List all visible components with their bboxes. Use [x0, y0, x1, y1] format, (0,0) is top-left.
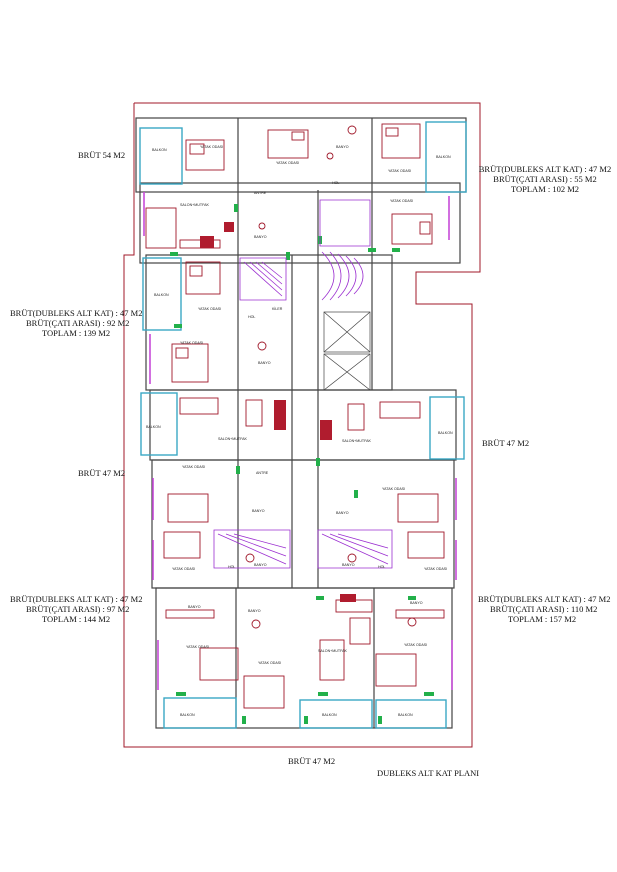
room-banyo-3: BANYO — [258, 361, 271, 365]
room-yatak-4: YATAK ODASI — [390, 199, 413, 203]
room-balkon-7: BALKON — [322, 713, 337, 717]
room-salon-3: SALON+MUTFAK — [342, 439, 371, 443]
label-ubl-line-1: BRÜT(DUBLEKS ALT KAT) : 47 M2 — [10, 594, 143, 604]
label-ubl-line-2: BRÜT(ÇATI ARASI) : 97 M2 — [26, 604, 130, 614]
label-unit-top-right: BRÜT(DUBLEKS ALT KAT) : 47 M2 BRÜT(ÇATI … — [478, 164, 612, 194]
label-uml-line-3: TOPLAM : 139 M2 — [42, 328, 111, 338]
label-ubr-line-3: TOPLAM : 157 M2 — [508, 614, 577, 624]
balcony-glass — [139, 121, 467, 729]
plan-title: DUBLEKS ALT KAT PLANI — [377, 768, 480, 778]
room-banyo-5: BANYO — [336, 511, 349, 515]
room-yatak-5: YATAK ODASI — [198, 307, 221, 311]
room-yatak-10: YATAK ODASI — [424, 567, 447, 571]
staircases — [213, 199, 393, 569]
room-yatak-8: YATAK ODASI — [382, 487, 405, 491]
room-banyo-7: BANYO — [342, 563, 355, 567]
room-hol-3: HOL — [228, 565, 235, 569]
label-brut-47-right: BRÜT 47 M2 — [482, 438, 530, 448]
label-unit-bottom-left: BRÜT(DUBLEKS ALT KAT) : 47 M2 BRÜT(ÇATI … — [10, 594, 142, 624]
fixture-accents — [200, 222, 356, 602]
label-uml-line-1: BRÜT(DUBLEKS ALT KAT) : 47 M2 — [10, 308, 143, 318]
room-salon-4: SALON+MUTFAK — [318, 649, 347, 653]
green-openings — [170, 204, 434, 724]
label-brut-47-left: BRÜT 47 M2 — [78, 468, 126, 478]
room-yatak-7: YATAK ODASI — [182, 465, 205, 469]
label-ubr-line-2: BRÜT(ÇATI ARASI) : 110 M2 — [490, 604, 598, 614]
label-ubl-line-3: TOPLAM : 144 M2 — [42, 614, 111, 624]
room-salon-2: SALON+MUTFAK — [218, 437, 247, 441]
label-unit-mid-left: BRÜT(DUBLEKS ALT KAT) : 47 M2 BRÜT(ÇATI … — [10, 308, 142, 338]
room-banyo-10: BANYO — [410, 601, 423, 605]
room-balkon-2: BALKON — [436, 155, 451, 159]
room-kiler-1: KİLER — [272, 306, 283, 311]
label-unit-bottom-right: BRÜT(DUBLEKS ALT KAT) : 47 M2 BRÜT(ÇATI … — [478, 594, 610, 624]
room-banyo-9: BANYO — [248, 609, 261, 613]
label-utr-line-3: TOPLAM : 102 M2 — [510, 184, 580, 194]
room-antre-1: ANTRE — [254, 191, 267, 195]
room-banyo-1: BANYO — [336, 145, 349, 149]
label-uml-line-2: BRÜT(ÇATI ARASI) : 92 M2 — [26, 318, 130, 328]
building-walls — [135, 117, 467, 729]
elevator-shafts — [323, 311, 371, 391]
room-hol-1: HOL — [332, 181, 339, 185]
room-banyo-8: BANYO — [188, 605, 201, 609]
room-balkon-3: BALKON — [154, 293, 169, 297]
room-yatak-11: YATAK ODASI — [186, 645, 209, 649]
label-utr-line-1: BRÜT(DUBLEKS ALT KAT) : 47 M2 — [478, 164, 612, 174]
furniture — [145, 123, 445, 709]
room-banyo-2: BANYO — [254, 235, 267, 239]
room-yatak-3: YATAK ODASI — [388, 169, 411, 173]
room-yatak-6: YATAK ODASI — [180, 341, 203, 345]
room-balkon-1: BALKON — [152, 148, 167, 152]
room-yatak-1: YATAK ODASI — [200, 145, 223, 149]
room-balkon-5: BALKON — [438, 431, 453, 435]
label-brut-54: BRÜT 54 M2 — [78, 150, 126, 160]
label-brut-47-bottom: BRÜT 47 M2 — [288, 756, 336, 766]
room-yatak-2: YATAK ODASI — [276, 161, 299, 165]
room-banyo-4: BANYO — [252, 509, 265, 513]
label-utr-line-2: BRÜT(ÇATI ARASI) : 55 M2 — [493, 174, 597, 184]
room-yatak-13: YATAK ODASI — [404, 643, 427, 647]
room-yatak-9: YATAK ODASI — [172, 567, 195, 571]
label-ubr-line-1: BRÜT(DUBLEKS ALT KAT) : 47 M2 — [478, 594, 611, 604]
room-hol-4: HOL — [378, 565, 385, 569]
room-yatak-12: YATAK ODASI — [258, 661, 281, 665]
room-salon-1: SALON+MUTFAK — [180, 203, 209, 207]
room-hol-2: HOL — [248, 315, 255, 319]
room-balkon-4: BALKON — [146, 425, 161, 429]
room-balkon-8: BALKON — [398, 713, 413, 717]
room-balkon-6: BALKON — [180, 713, 195, 717]
room-antre-2: ANTRE — [256, 471, 269, 475]
room-banyo-6: BANYO — [254, 563, 267, 567]
site-outline — [123, 102, 481, 748]
purple-markers — [143, 192, 457, 690]
room-labels: BALKON YATAK ODASI YATAK ODASI BANYO HOL… — [146, 145, 453, 717]
